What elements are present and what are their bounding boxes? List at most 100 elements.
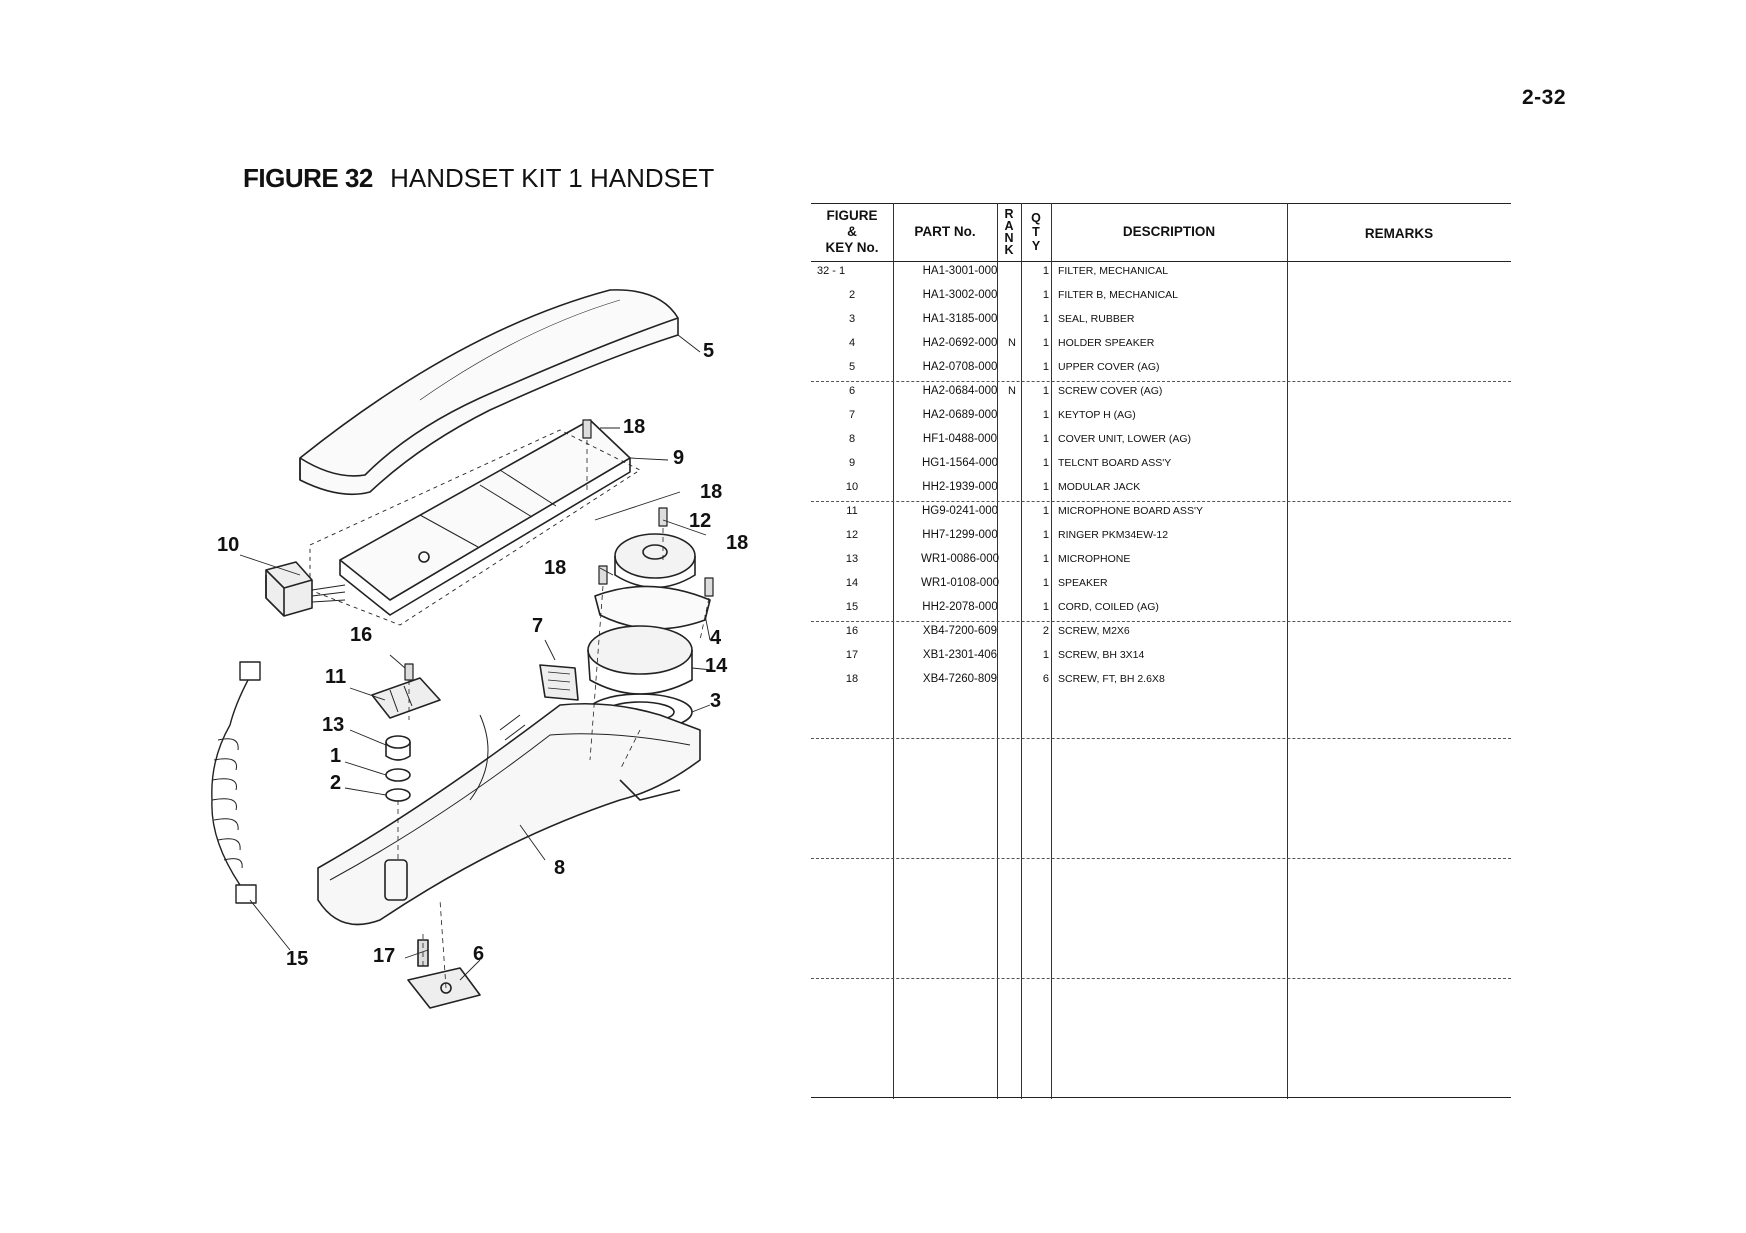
row-rank [999,575,1025,591]
row-rank [999,671,1025,687]
row-part-no: WR1-0086-000 [921,553,999,565]
row-description: KEYTOP H (AG) [1058,409,1136,421]
modular-jack-part [265,561,346,617]
row-key: 12 [845,529,859,541]
row-rank [999,455,1025,471]
row-key: 18 [845,673,859,685]
row-qty: 1 [1042,553,1049,565]
row-part-no: HA2-0692-000 [922,337,998,349]
row-rank [999,599,1025,615]
header-figure-key: FIGURE & KEY No. [825,208,879,255]
row-key: 16 [845,625,859,637]
row-rank: N [1008,385,1016,397]
row-part-no: WR1-0108-000 [921,577,999,589]
row-key: 5 [848,361,856,373]
row-description: FILTER B, MECHANICAL [1058,289,1178,301]
row-description: SPEAKER [1058,577,1108,589]
callout-2: 2 [330,772,342,794]
row-qty: 6 [1042,673,1049,685]
callout-11: 11 [325,666,347,688]
row-rank [999,527,1025,543]
row-description: SEAL, RUBBER [1058,313,1135,325]
row-rank [999,359,1025,375]
row-qty: 1 [1042,385,1049,397]
row-key: 10 [845,481,859,493]
row-part-no: HF1-0488-000 [922,433,998,445]
row-description: RINGER PKM34EW-12 [1058,529,1169,541]
row-description: SCREW, FT, BH 2.6X8 [1058,673,1165,685]
row-rank [999,431,1025,447]
callout-7: 7 [532,615,544,637]
row-part-no: HA2-0684-000 [922,385,998,397]
row-qty: 1 [1042,433,1049,445]
callout-8: 8 [554,857,566,879]
row-rank [999,503,1025,519]
row-key: 14 [845,577,859,589]
header-part-no: PART No. [914,224,976,239]
row-qty: 1 [1042,505,1049,517]
row-part-no: HA2-0708-000 [922,361,998,373]
row-description: CORD, COILED (AG) [1058,601,1159,613]
row-qty: 1 [1042,361,1049,373]
row-key: 6 [848,385,856,397]
callout-13: 13 [322,714,345,736]
row-description: SCREW, BH 3X14 [1058,649,1145,661]
callout-12: 12 [689,510,712,532]
row-part-no: XB4-7260-809 [922,673,998,685]
upper-cover-part [299,289,679,496]
row-part-no: HA2-0689-000 [922,409,998,421]
header-rank: R A N K [1004,207,1014,257]
diagram-drawing [211,289,714,1009]
row-key: 8 [848,433,856,445]
row-part-no: XB4-7200-609 [922,625,998,637]
row-rank [999,623,1025,639]
page-number: 2-32 [1522,86,1567,109]
callout-18b: 18 [700,481,723,503]
row-part-no: HH2-2078-000 [922,601,998,613]
row-part-no: HH2-1939-000 [922,481,998,493]
screws [404,419,714,681]
row-part-no: HA1-3002-000 [922,289,998,301]
callout-15: 15 [286,948,309,970]
row-part-no: XB1-2301-406 [922,649,998,661]
figure-label: FIGURE 32 [243,163,373,193]
coiled-cord-part [211,661,261,904]
ringer-stack-part [587,533,711,731]
parts-table: FIGURE & KEY No. PART No. R A N K Q T Y … [811,203,1511,1099]
row-key: 9 [848,457,856,469]
row-part-no: HA1-3001-000 [922,265,998,277]
callout-4: 4 [710,627,722,649]
row-description: FILTER, MECHANICAL [1058,265,1169,277]
callout-10: 10 [217,534,240,556]
header-remarks: REMARKS [1364,226,1434,241]
row-rank [999,407,1025,423]
row-rank [999,287,1025,303]
row-qty: 1 [1042,265,1049,277]
figure-title: FIGURE 32 HANDSET KIT 1 HANDSET [243,163,714,194]
row-rank [999,479,1025,495]
row-rank [999,311,1025,327]
row-qty: 1 [1042,529,1049,541]
row-key: 32 - 1 [817,265,846,277]
row-key: 15 [845,601,859,613]
row-qty: 2 [1042,625,1049,637]
exploded-diagram: 5 18 9 18 12 18 18 10 16 7 4 14 11 3 13 … [0,0,800,1233]
row-description: MICROPHONE BOARD ASS'Y [1058,505,1203,517]
microphone-parts [385,735,411,802]
row-part-no: HH7-1299-000 [922,529,998,541]
callout-3: 3 [710,690,722,712]
row-description: UPPER COVER (AG) [1058,361,1160,373]
figure-name: HANDSET KIT 1 HANDSET [390,163,715,193]
header-description: DESCRIPTION [1122,224,1216,239]
screw-cover-part [407,939,481,1009]
row-description: TELCNT BOARD ASS'Y [1058,457,1172,469]
row-key: 2 [848,289,856,301]
row-qty: 1 [1042,457,1049,469]
callout-6: 6 [473,943,485,965]
row-qty: 1 [1042,601,1049,613]
row-description: SCREW, M2X6 [1058,625,1130,637]
row-qty: 1 [1042,289,1049,301]
callout-17: 17 [373,945,396,967]
row-key: 3 [848,313,856,325]
row-key: 7 [848,409,856,421]
